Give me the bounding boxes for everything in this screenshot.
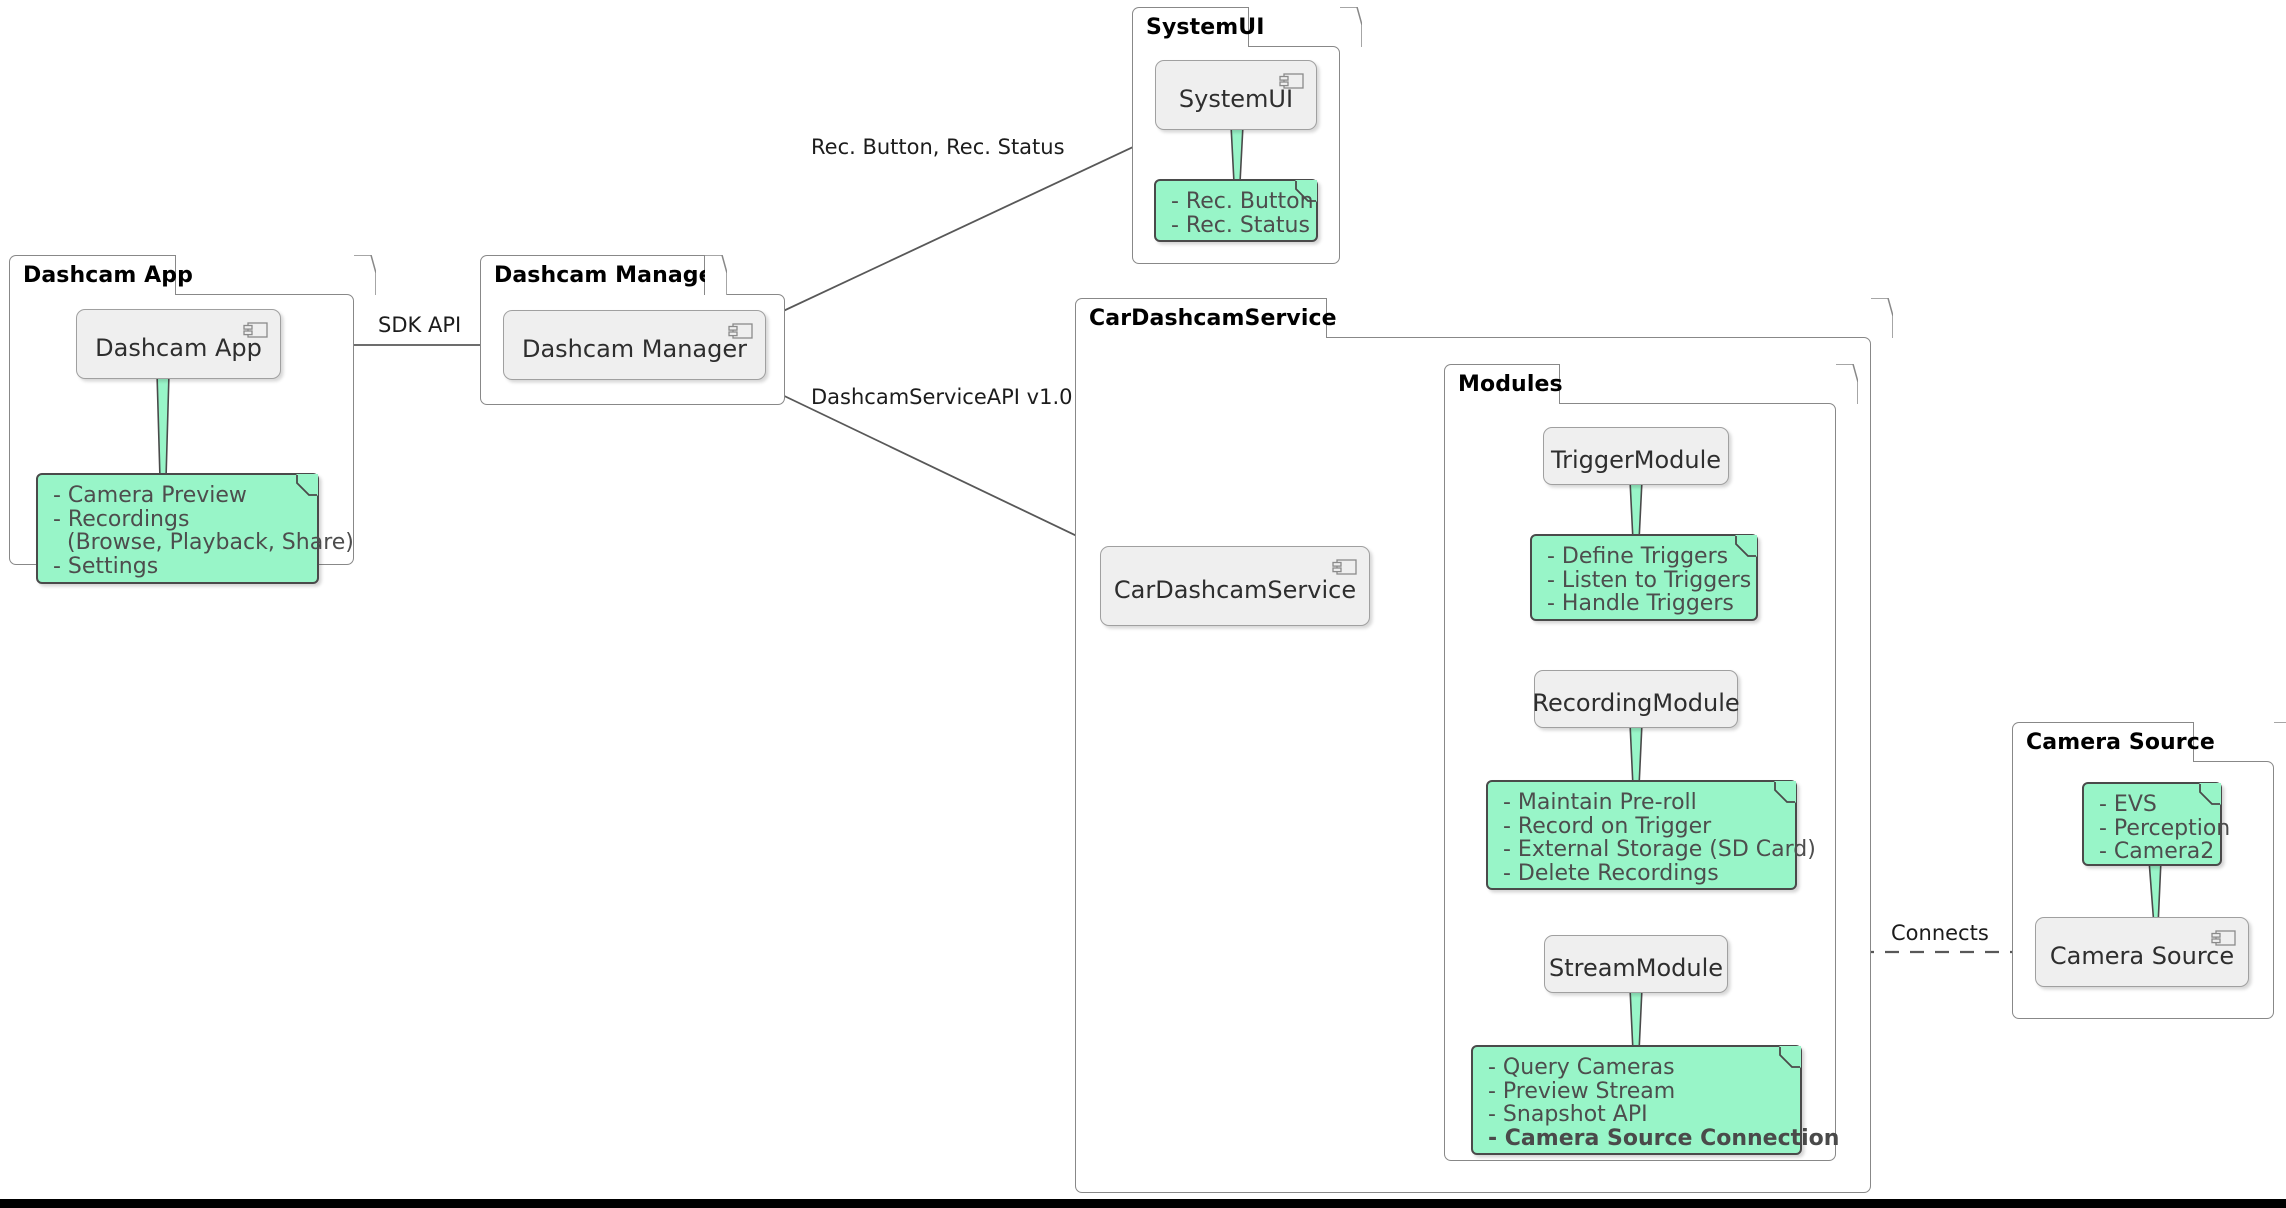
- package-camera-source: Camera Source - EVS - Perception - Camer…: [2012, 722, 2286, 1019]
- note-camera-source: - EVS - Perception - Camera2: [2082, 782, 2230, 866]
- package-tab-slant: [2274, 722, 2286, 762]
- note-text-trigger-module: - Define Triggers - Listen to Triggers -…: [1547, 544, 1752, 616]
- package-tab-slant: [1836, 364, 1858, 404]
- component-icon: [1279, 73, 1304, 89]
- bottom-bar: [0, 1199, 2286, 1208]
- component-label-dashcam-manager: Dashcam Manager: [521, 334, 747, 363]
- note-text-recording-module: - Maintain Pre-roll - Record on Trigger …: [1503, 790, 1816, 886]
- note-folded-corner-icon: [1779, 1046, 1801, 1068]
- component-icon: [728, 323, 753, 339]
- component-recording-module[interactable]: RecordingModule: [1532, 670, 1740, 728]
- package-label-dashcam-manager: Dashcam Manager: [494, 263, 725, 288]
- component-label-trigger-module: TriggerModule: [1550, 445, 1722, 474]
- package-tab-camera-source: Camera Source: [2012, 722, 2215, 762]
- note-dashcam-app: - Camera Preview - Recordings (Browse, P…: [36, 473, 354, 584]
- package-tab-modules: Modules: [1444, 364, 1563, 404]
- package-tab-dashcam-manager: Dashcam Manager: [480, 255, 725, 295]
- package-label-modules: Modules: [1458, 372, 1563, 397]
- package-tab-slant: [1871, 298, 1893, 338]
- note-system-ui: - Rec. Button - Rec. Status: [1154, 179, 1318, 242]
- component-label-stream-module: StreamModule: [1548, 953, 1724, 982]
- note-trigger-module: - Define Triggers - Listen to Triggers -…: [1530, 534, 1758, 621]
- component-icon: [243, 322, 268, 338]
- component-label-recording-module: RecordingModule: [1532, 688, 1740, 717]
- component-dashcam-app[interactable]: Dashcam App: [76, 309, 281, 379]
- edge-label-rec-button-rec-status: Rec. Button, Rec. Status: [811, 135, 1065, 159]
- component-icon: [1332, 559, 1357, 575]
- edge-manager-to-systemui: [763, 139, 1149, 321]
- package-label-dashcam-app: Dashcam App: [23, 263, 193, 288]
- package-label-camera-source: Camera Source: [2026, 730, 2215, 755]
- note-folded-corner-icon: [1295, 180, 1317, 202]
- package-modules: Modules TriggerModule - Define Triggers …: [1444, 364, 1858, 1161]
- component-car-dashcam-service[interactable]: CarDashcamService: [1100, 546, 1370, 626]
- note-text-system-ui: - Rec. Button - Rec. Status: [1171, 189, 1314, 238]
- package-dashcam-manager: Dashcam Manager Dashcam Manager: [480, 255, 785, 405]
- package-tab-slant: [354, 255, 376, 295]
- note-folded-corner-icon: [1735, 535, 1757, 557]
- note-recording-module: - Maintain Pre-roll - Record on Trigger …: [1486, 780, 1816, 890]
- package-dashcam-app: Dashcam App Dashcam App - Camera: [9, 255, 376, 584]
- component-system-ui[interactable]: SystemUI: [1155, 60, 1317, 130]
- note-folded-corner-icon: [1774, 781, 1796, 803]
- component-label-camera-source: Camera Source: [2049, 941, 2235, 970]
- note-folded-corner-icon: [296, 474, 318, 496]
- edge-label-sdk-api: SDK API: [378, 313, 462, 337]
- component-dashcam-manager[interactable]: Dashcam Manager: [503, 310, 766, 380]
- note-folded-corner-icon: [2199, 783, 2221, 805]
- component-label-system-ui: SystemUI: [1178, 84, 1294, 113]
- note-anchor-system-ui: [1230, 125, 1244, 184]
- package-tab-slant: [705, 255, 727, 295]
- note-stream-module: - Query Cameras - Preview Stream - Snaps…: [1471, 1045, 1839, 1155]
- edge-label-connects: Connects: [1891, 921, 1989, 945]
- component-camera-source[interactable]: Camera Source: [2035, 917, 2249, 987]
- component-icon: [2211, 930, 2236, 946]
- component-label-dashcam-app: Dashcam App: [95, 333, 262, 362]
- note-text-dashcam-app: - Camera Preview - Recordings (Browse, P…: [53, 483, 354, 579]
- package-tab-car-dashcam-service: CarDashcamService: [1075, 298, 1337, 338]
- package-system-ui: SystemUI SystemUI - Rec. Button - Rec. S…: [1132, 7, 1362, 264]
- package-label-car-dashcam-service: CarDashcamService: [1089, 306, 1337, 331]
- component-stream-module[interactable]: StreamModule: [1544, 935, 1728, 993]
- package-tab-slant: [1340, 7, 1362, 47]
- package-tab-dashcam-app: Dashcam App: [9, 255, 193, 295]
- note-text-stream-module: - Query Cameras - Preview Stream - Snaps…: [1488, 1055, 1840, 1151]
- note-anchor-dashcam-app: [156, 373, 170, 480]
- component-label-car-dashcam-service: CarDashcamService: [1113, 575, 1357, 604]
- note-text-camera-source: - EVS - Perception - Camera2: [2099, 792, 2231, 864]
- component-trigger-module[interactable]: TriggerModule: [1543, 427, 1729, 485]
- package-tab-system-ui: SystemUI: [1132, 7, 1264, 47]
- edge-label-dashcam-service-api: DashcamServiceAPI v1.0: [811, 385, 1073, 409]
- package-label-system-ui: SystemUI: [1146, 15, 1265, 40]
